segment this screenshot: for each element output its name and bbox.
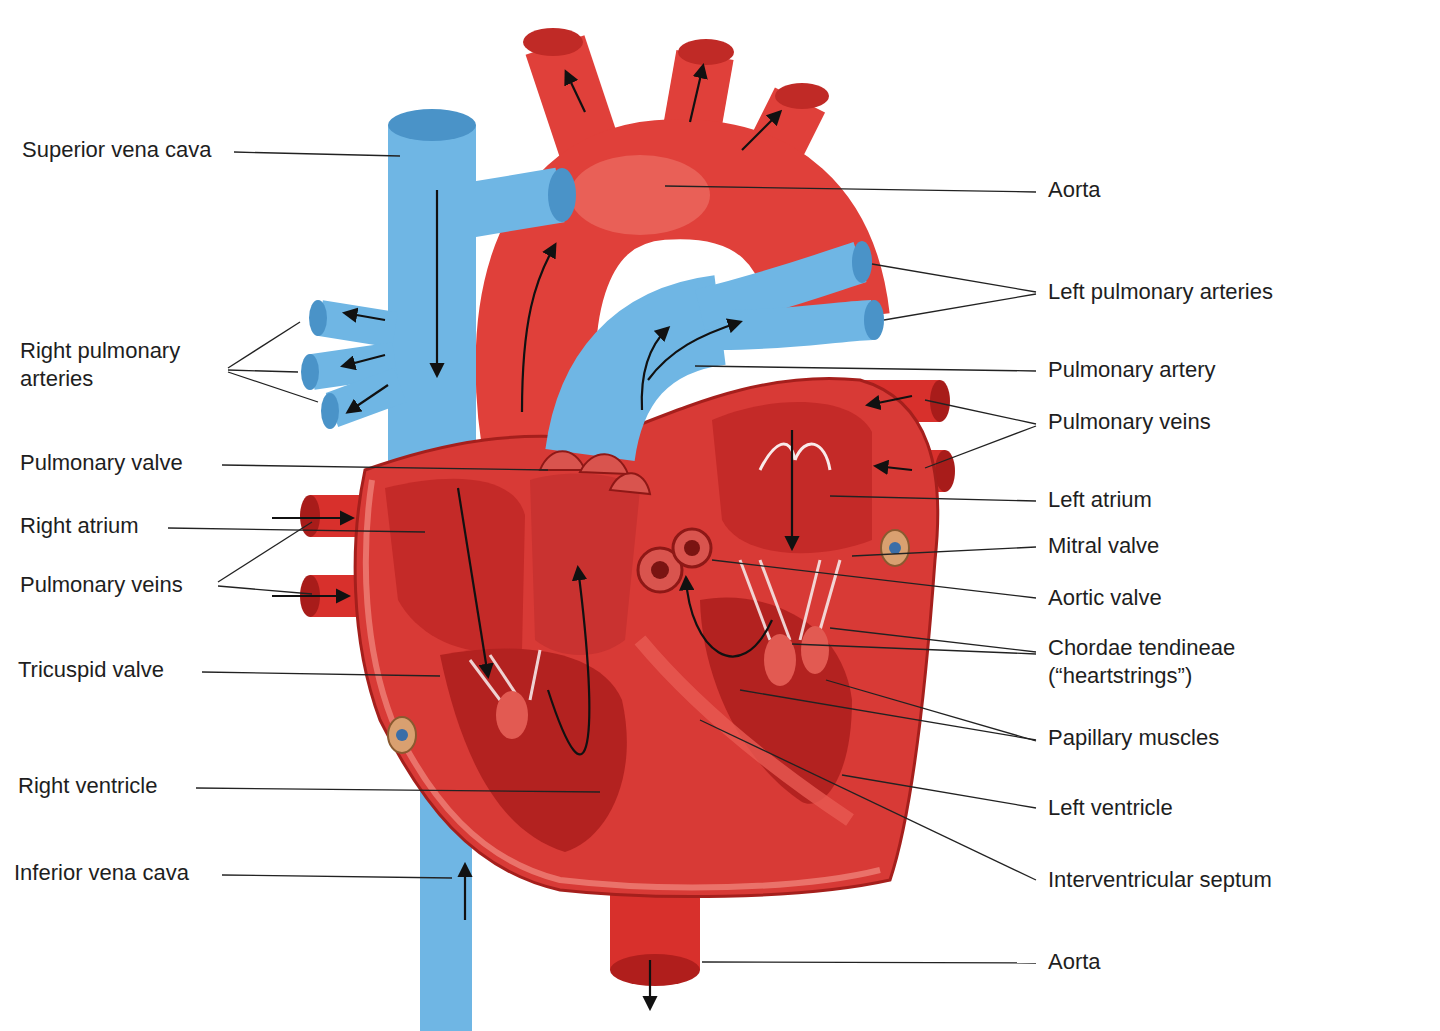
part-label: Right atrium: [20, 512, 139, 540]
part-label: Interventricular septum: [1048, 866, 1272, 894]
aortic-valve: [638, 529, 711, 592]
pulmonary-artery: [590, 241, 884, 455]
part-label: Left atrium: [1048, 486, 1152, 514]
leader-line-group: [168, 152, 1036, 963]
mitral-valve: [760, 444, 830, 470]
part-label: Aorta: [1048, 176, 1101, 204]
part-label: Inferior vena cava: [14, 859, 189, 887]
pulmonary-valve: [540, 451, 650, 494]
part-label: Chordae tendineae (“heartstrings”): [1048, 634, 1288, 689]
part-label: Right pulmonary arteries: [20, 337, 220, 392]
part-label: Pulmonary valve: [20, 449, 183, 477]
part-label: Right ventricle: [18, 772, 157, 800]
right-pulmonary-artery-ends: [301, 300, 339, 429]
part-label: Pulmonary artery: [1048, 356, 1216, 384]
part-label: Aorta: [1048, 948, 1101, 976]
part-label: Pulmonary veins: [20, 571, 183, 599]
chordae-tendineae: [470, 560, 840, 700]
heart-body: [355, 378, 938, 896]
part-label: Superior vena cava: [22, 136, 212, 164]
superior-vena-cava: [388, 109, 576, 485]
flow-arrows: [272, 66, 912, 1008]
papillary-muscles: [496, 626, 829, 739]
part-label: Aortic valve: [1048, 584, 1162, 612]
part-label: Tricuspid valve: [18, 656, 164, 684]
part-label: Left pulmonary arteries: [1048, 278, 1273, 306]
part-label: Left ventricle: [1048, 794, 1173, 822]
part-label: Papillary muscles: [1048, 724, 1219, 752]
part-label: Mitral valve: [1048, 532, 1159, 560]
part-label: Pulmonary veins: [1048, 408, 1211, 436]
